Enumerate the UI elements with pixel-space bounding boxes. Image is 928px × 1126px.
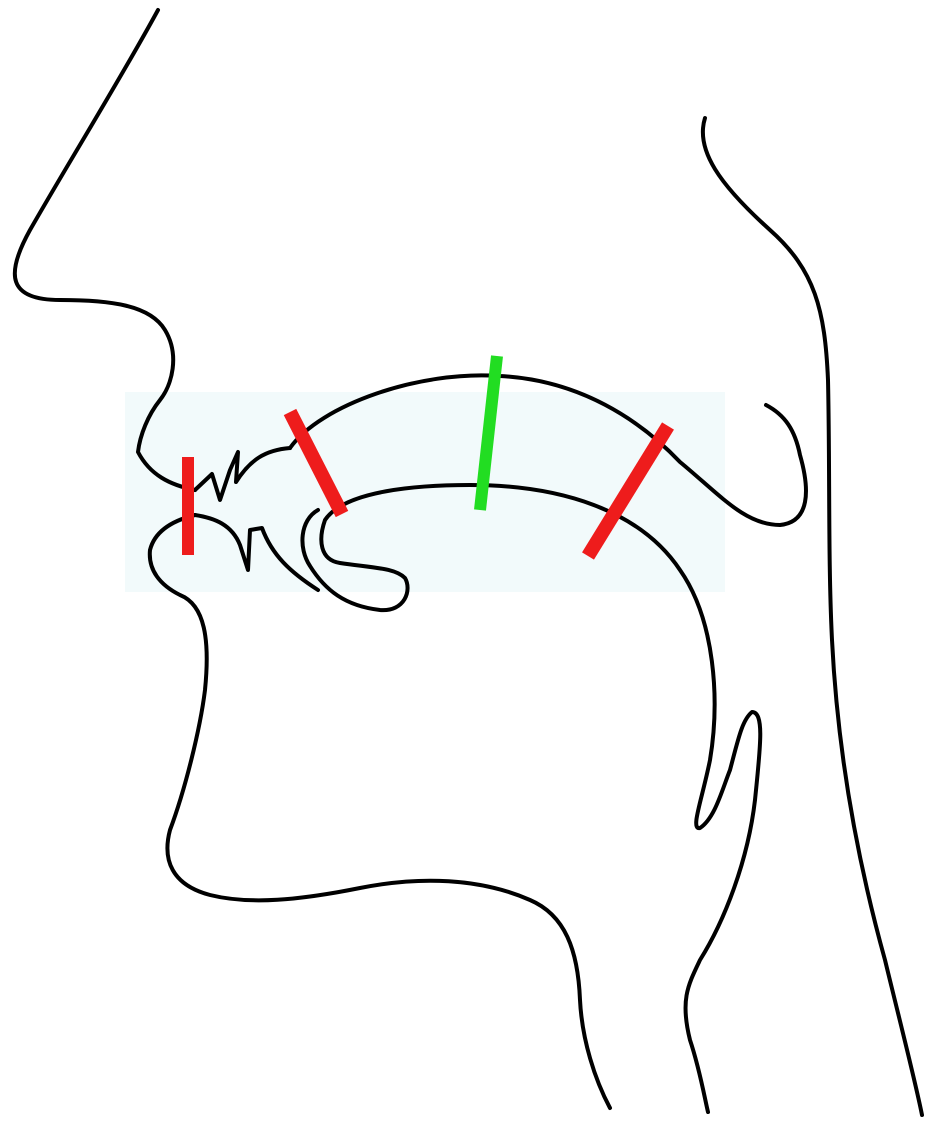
vocal-tract-diagram bbox=[0, 0, 928, 1126]
